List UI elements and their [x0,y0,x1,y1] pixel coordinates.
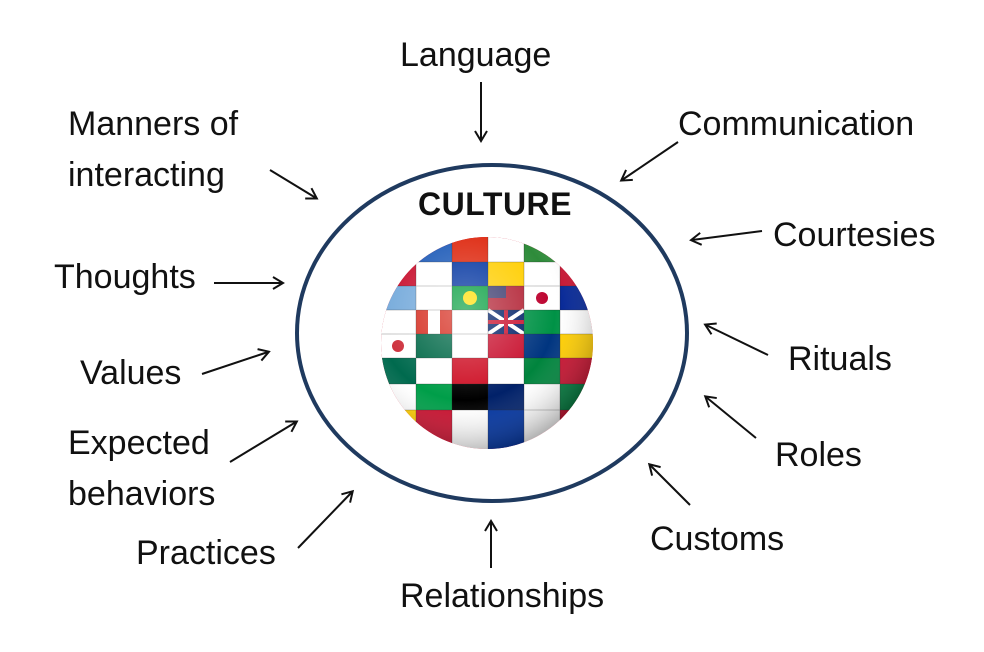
arrow-values [201,348,271,375]
label-expected-line1: Expected [68,424,210,462]
arrow-manners [269,169,319,200]
culture-ring [295,163,689,503]
culture-title: CULTURE [418,186,572,222]
label-communication: Communication [678,105,915,143]
label-values: Values [80,354,182,392]
label-roles: Roles [775,436,862,474]
label-practices: Practices [136,534,276,572]
label-customs: Customs [650,520,785,558]
arrow-practices [297,489,355,549]
arrow-courtesies [689,230,763,246]
arrow-communication [619,141,679,182]
label-courtesies: Courtesies [773,216,936,254]
label-rituals: Rituals [788,340,892,378]
label-manners-line1: Manners of [68,105,239,143]
label-manners-line2: interacting [68,156,225,194]
arrow-customs [647,462,691,506]
label-language: Language [400,36,552,74]
arrow-roles [703,395,757,439]
flag-globe-icon [381,237,593,449]
label-relationships: Relationships [400,577,605,615]
arrow-expected-behaviors [229,420,299,463]
label-expected-line2: behaviors [68,475,216,513]
arrow-rituals [703,322,769,356]
label-thoughts: Thoughts [54,258,196,296]
